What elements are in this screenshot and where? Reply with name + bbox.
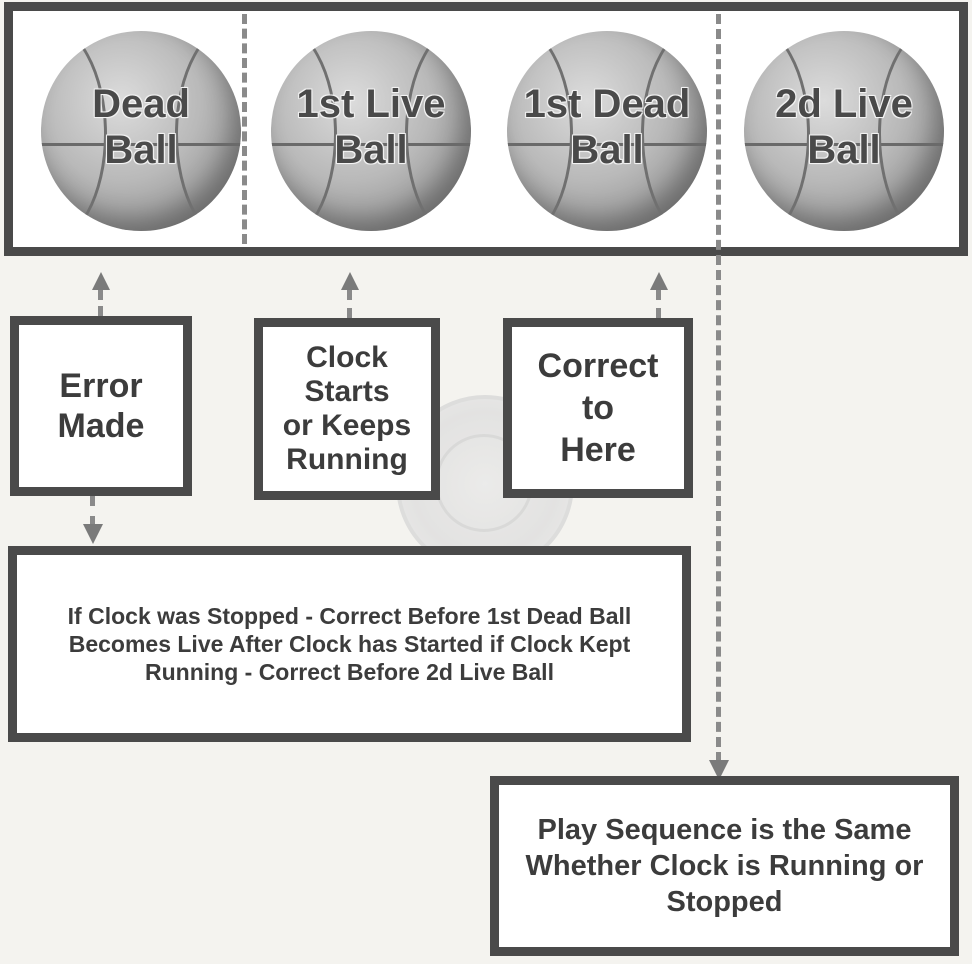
ball-seam <box>405 31 471 231</box>
correction-rule-text: If Clock was Stopped - Correct Before 1s… <box>67 603 632 685</box>
separator-dashed-line <box>242 14 247 244</box>
connector-error-to-dead-ball <box>98 290 103 316</box>
ball-seam <box>744 143 944 146</box>
arrow-down-icon <box>709 760 729 780</box>
play-sequence-box: Play Sequence is the Same Whether Clock … <box>490 776 959 956</box>
ball-seam <box>271 31 337 231</box>
ball-seam <box>744 31 810 231</box>
arrow-up-icon <box>650 272 668 290</box>
play-sequence-text: Play Sequence is the Same Whether Clock … <box>525 814 924 918</box>
long-dashed-connector <box>716 14 721 762</box>
connector-correct-to-dead-ball <box>656 290 661 318</box>
ball-seam <box>41 143 241 146</box>
ball-seam <box>271 143 471 146</box>
ball-seam <box>41 31 107 231</box>
arrow-down-icon <box>83 524 103 544</box>
ball-seam <box>641 31 707 231</box>
ball-seam <box>175 31 241 231</box>
arrow-up-icon <box>92 272 110 290</box>
ball-seam <box>507 31 573 231</box>
correction-rule-box: If Clock was Stopped - Correct Before 1s… <box>8 546 691 742</box>
ball-seam <box>507 143 707 146</box>
ball-seam <box>878 31 944 231</box>
connector-error-to-rule <box>90 496 95 526</box>
arrow-up-icon <box>341 272 359 290</box>
connector-clock-to-live-ball <box>347 290 352 318</box>
